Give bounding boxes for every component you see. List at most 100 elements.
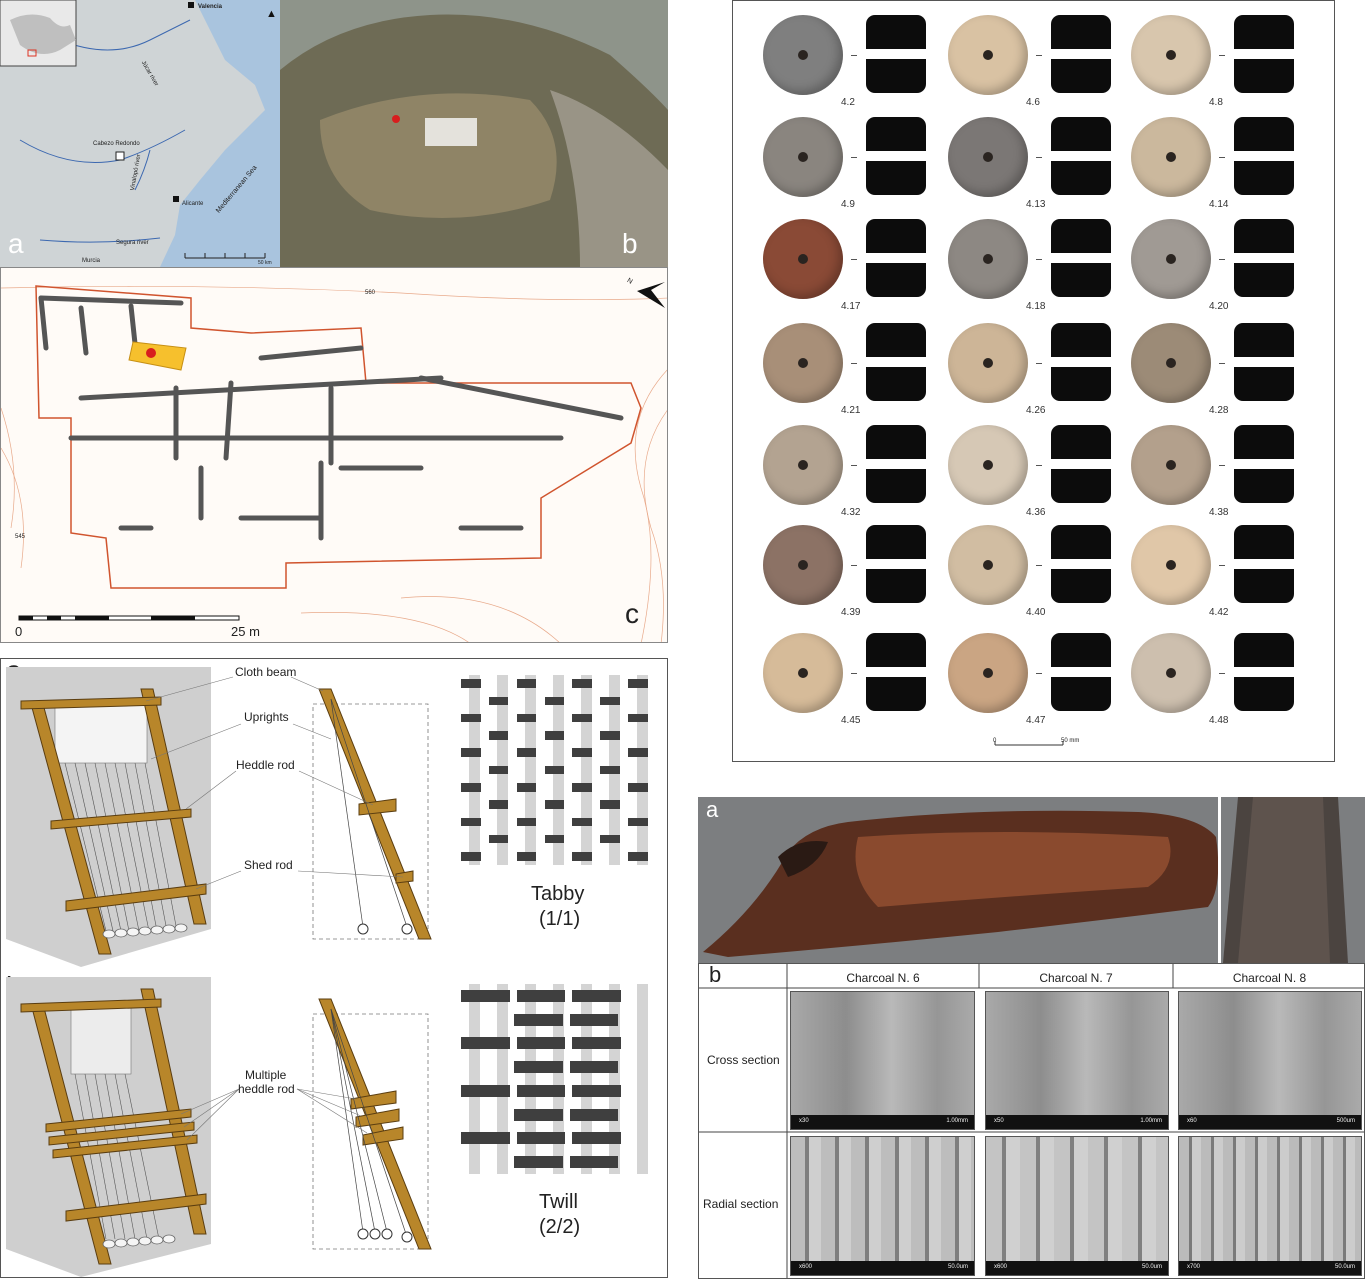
site-plan-graphic bbox=[1, 282, 667, 642]
loom-weight-label: 4.39 bbox=[841, 607, 861, 618]
warp-thread bbox=[497, 984, 509, 1174]
section-perforation bbox=[1234, 667, 1294, 677]
loom-weight-label: 4.26 bbox=[1026, 405, 1046, 416]
loom-weight-section bbox=[866, 633, 926, 711]
label-cloth-beam: Cloth beam bbox=[235, 665, 297, 679]
weft-thread bbox=[628, 679, 648, 688]
loom-weight-section bbox=[1051, 117, 1111, 195]
loom-weight-photo bbox=[1131, 219, 1211, 299]
perforation-hole bbox=[983, 460, 993, 470]
loom-weight-photo bbox=[763, 219, 843, 299]
connector-dash bbox=[851, 465, 857, 466]
loom-weight-label: 4.20 bbox=[1209, 301, 1229, 312]
weft-thread bbox=[572, 1132, 622, 1145]
weft-thread bbox=[628, 852, 648, 861]
sem-cross-6-mag: x30 bbox=[799, 1118, 809, 1124]
perforation-hole bbox=[983, 254, 993, 264]
connector-dash bbox=[1219, 55, 1225, 56]
connector-dash bbox=[851, 55, 857, 56]
perforation-hole bbox=[1166, 254, 1176, 264]
place-segura-river: Segura river bbox=[116, 240, 149, 246]
weft-thread bbox=[628, 748, 648, 758]
loom-weight-photo bbox=[1131, 633, 1211, 713]
weft-thread bbox=[516, 748, 537, 758]
loom-weight-section bbox=[1051, 525, 1111, 603]
location-map: Valencia Cabezo Redondo Alicante Murcia … bbox=[0, 0, 280, 267]
connector-dash bbox=[1219, 673, 1225, 674]
loom-weight-label: 4.6 bbox=[1026, 97, 1040, 108]
weft-thread bbox=[516, 1084, 566, 1097]
place-cabezo-redondo: Cabezo Redondo bbox=[93, 141, 140, 147]
north-arrow-icon: ▲ bbox=[266, 8, 277, 20]
weft-thread bbox=[569, 1108, 619, 1121]
weft-thread bbox=[461, 1132, 510, 1145]
site-plan: 560 545 N 0 25 m c bbox=[0, 267, 668, 643]
section-perforation bbox=[1234, 559, 1294, 569]
map-graphic bbox=[0, 0, 280, 267]
weft-thread bbox=[488, 800, 509, 809]
tabby-weave-pattern bbox=[461, 675, 656, 865]
loom-weight-section bbox=[1051, 323, 1111, 401]
connector-dash bbox=[1036, 157, 1042, 158]
map-scale-text: 50 km bbox=[258, 260, 272, 266]
warp-thread bbox=[608, 984, 620, 1174]
loom-weight-label: 4.32 bbox=[841, 507, 861, 518]
connector-dash bbox=[1219, 565, 1225, 566]
loom-weight-photo bbox=[763, 15, 843, 95]
connector-dash bbox=[1219, 259, 1225, 260]
perforation-hole bbox=[1166, 460, 1176, 470]
loom-weight-section bbox=[1234, 425, 1294, 503]
panel-label-a: a bbox=[8, 228, 24, 259]
weft-thread bbox=[600, 696, 620, 706]
weft-thread bbox=[544, 765, 565, 775]
loom-weight-section bbox=[1051, 633, 1111, 711]
loom-weight-label: 4.40 bbox=[1026, 607, 1046, 618]
perforation-hole bbox=[1166, 358, 1176, 368]
weft-thread bbox=[600, 834, 620, 844]
loom-graphic bbox=[6, 667, 656, 1277]
loom-weight-section bbox=[866, 323, 926, 401]
loom-weight-section bbox=[1051, 425, 1111, 503]
loom-weight-photo bbox=[763, 525, 843, 605]
section-perforation bbox=[1051, 667, 1111, 677]
weft-thread bbox=[513, 1156, 563, 1169]
place-valencia: Valencia bbox=[198, 4, 223, 10]
loom-weight-label: 4.47 bbox=[1026, 715, 1046, 726]
aerial-photo-graphic bbox=[280, 0, 668, 267]
row-cross-section: Cross section bbox=[707, 1053, 780, 1067]
weft-thread bbox=[572, 989, 622, 1002]
loom-weight-photo bbox=[763, 117, 843, 197]
loom-weight-label: 4.14 bbox=[1209, 199, 1229, 210]
section-perforation bbox=[866, 667, 926, 677]
section-perforation bbox=[866, 253, 926, 263]
perforation-hole bbox=[983, 152, 993, 162]
weft-thread bbox=[600, 731, 620, 740]
loom-weight-photo bbox=[948, 525, 1028, 605]
weft-thread bbox=[513, 1013, 563, 1026]
weft-thread bbox=[461, 679, 481, 688]
connector-dash bbox=[1036, 565, 1042, 566]
warp-thread bbox=[525, 984, 537, 1174]
perforation-hole bbox=[1166, 50, 1176, 60]
column-charcoal-6: Charcoal N. 6 bbox=[846, 971, 920, 985]
sem-cross-8-mag: x60 bbox=[1187, 1118, 1197, 1124]
loom-weight-section bbox=[866, 525, 926, 603]
aerial-photo: b bbox=[280, 0, 668, 267]
connector-dash bbox=[1036, 259, 1042, 260]
charcoal-label-a: a bbox=[706, 797, 719, 822]
twill-weave-pattern bbox=[461, 984, 656, 1174]
contour-label-560: 560 bbox=[365, 290, 376, 296]
loom-weight-section bbox=[866, 425, 926, 503]
place-alicante: Alicante bbox=[182, 201, 204, 207]
section-perforation bbox=[1051, 253, 1111, 263]
loom-weight-section bbox=[1234, 219, 1294, 297]
weft-thread bbox=[544, 800, 565, 809]
weft-thread bbox=[572, 713, 592, 723]
warp-thread bbox=[636, 675, 648, 865]
connector-dash bbox=[851, 565, 857, 566]
